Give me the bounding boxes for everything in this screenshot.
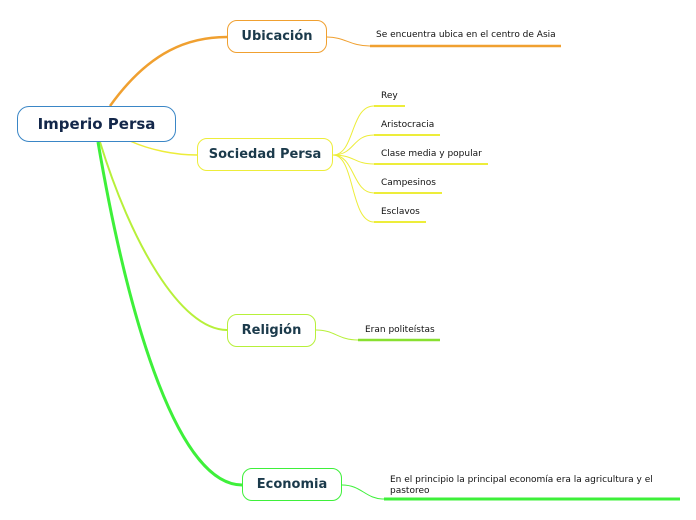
connector-economia-leaf	[341, 484, 385, 500]
connector-ubicacion-leaf	[326, 36, 371, 47]
connector-sociedad-campesinos	[332, 154, 375, 194]
leaf-sociedad-esclavos[interactable]: Esclavos	[381, 207, 420, 217]
leaf-sociedad-aristocracia[interactable]: Aristocracia	[381, 120, 435, 130]
connector-root-religion	[99, 141, 228, 331]
leaf-sociedad-campesinos[interactable]: Campesinos	[381, 178, 436, 188]
connector-root-ubicacion	[108, 35, 228, 107]
leaf-sociedad-clase-media[interactable]: Clase media y popular	[381, 149, 482, 159]
connector-root-sociedad	[129, 140, 198, 156]
connector-sociedad-rey	[332, 105, 375, 156]
root-node[interactable]: Imperio Persa	[17, 106, 176, 142]
leaf-ubicacion-centro-asia[interactable]: Se encuentra ubica en el centro de Asia	[376, 30, 556, 40]
connector-root-economia	[96, 141, 243, 487]
leaf-religion-politeistas[interactable]: Eran politeístas	[365, 325, 435, 335]
connector-sociedad-aristocracia	[332, 134, 375, 156]
branch-node-religion[interactable]: Religión	[227, 314, 316, 347]
branch-node-economia[interactable]: Economia	[242, 468, 342, 501]
connector-sociedad-esclavos	[332, 154, 375, 223]
leaf-sociedad-rey[interactable]: Rey	[381, 91, 398, 101]
branch-node-sociedad-persa[interactable]: Sociedad Persa	[197, 138, 333, 171]
connector-religion-leaf	[315, 329, 359, 341]
branch-node-ubicacion[interactable]: Ubicación	[227, 20, 327, 53]
leaf-economia-agricultura[interactable]: En el principio la principal economía er…	[390, 475, 653, 496]
